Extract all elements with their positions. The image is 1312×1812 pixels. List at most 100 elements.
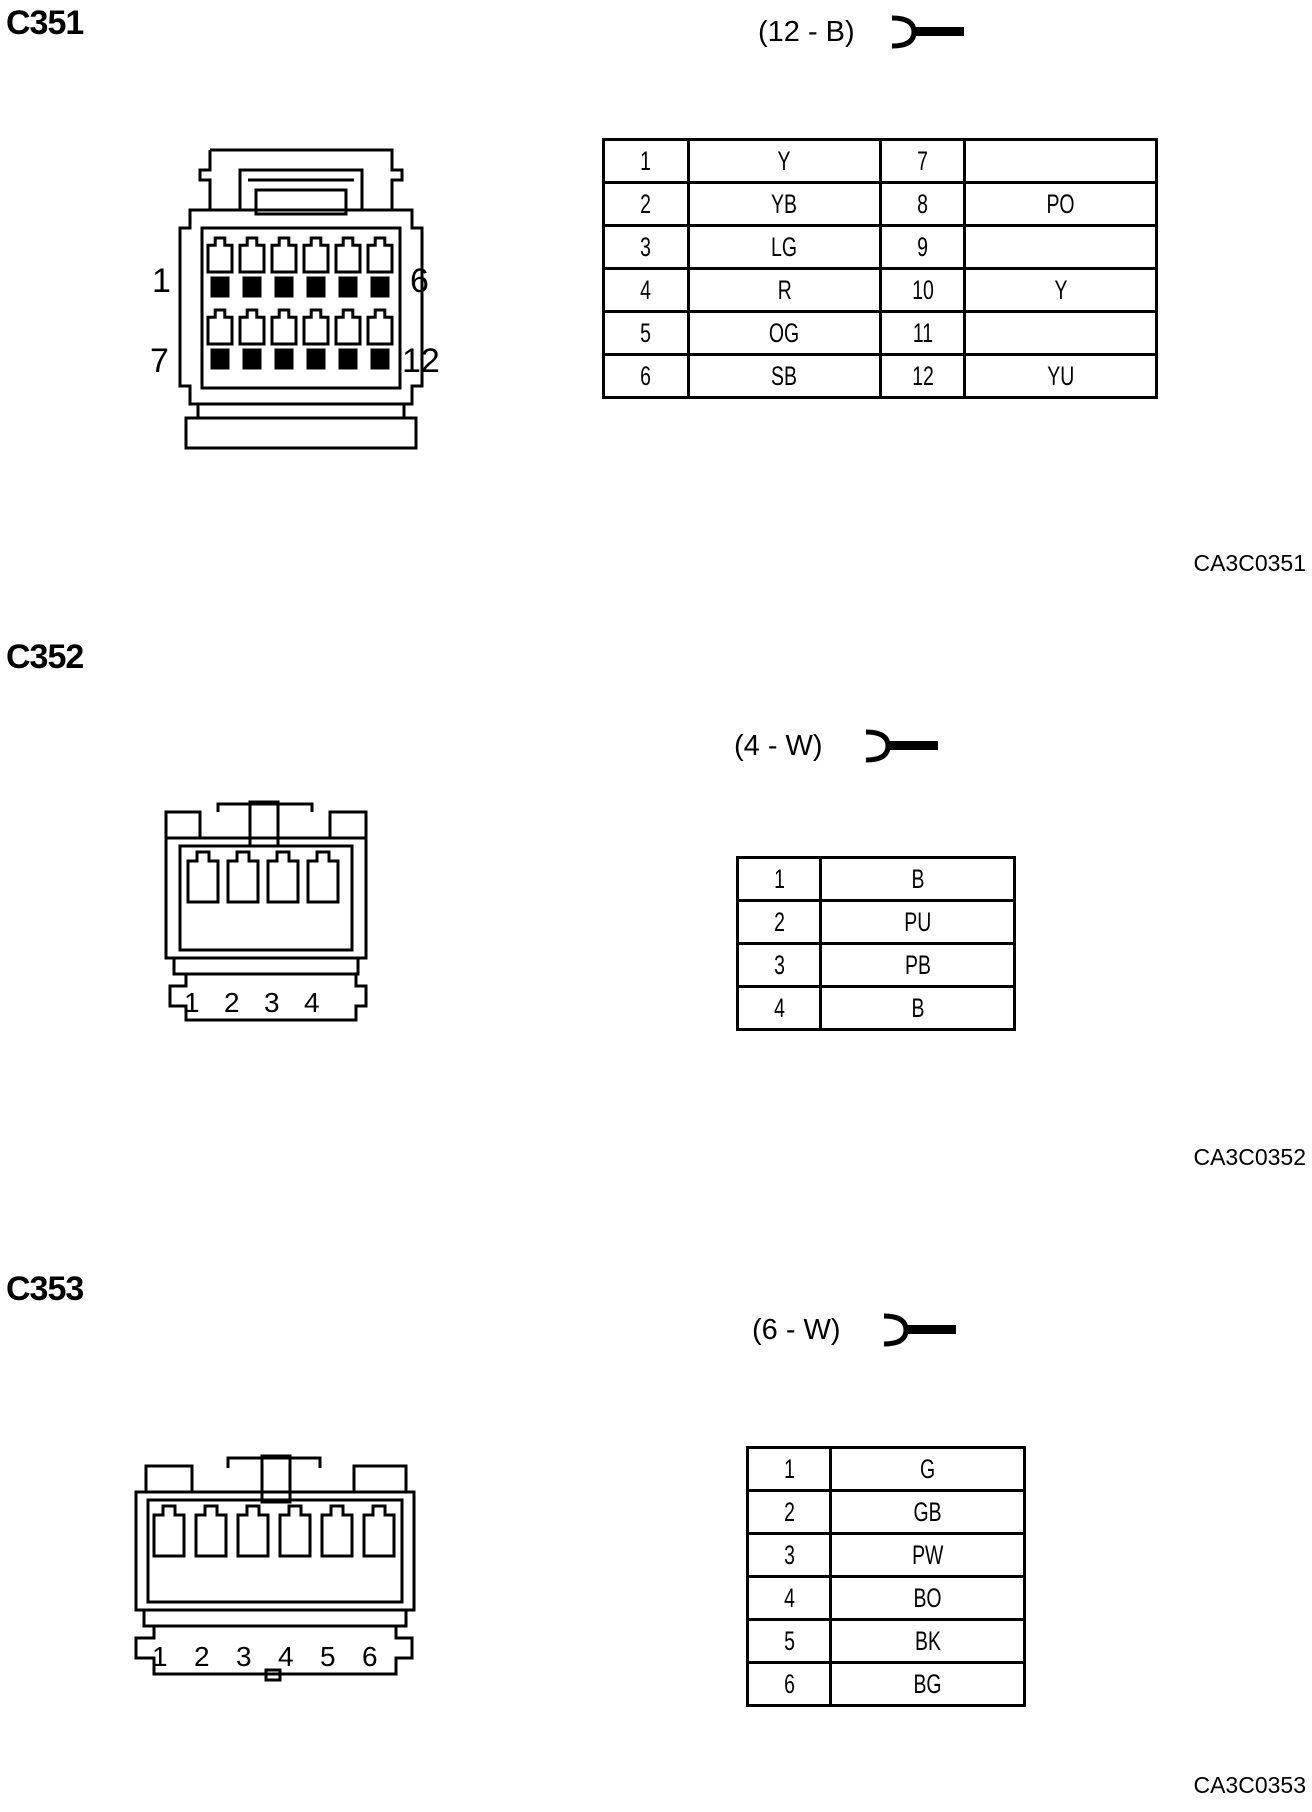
wire-color-cell: YU xyxy=(963,353,1158,399)
terminal-cavity xyxy=(306,850,340,904)
terminal-cavity xyxy=(278,1504,312,1558)
terminal-cavity xyxy=(236,1504,270,1558)
wire-color-cell: YB xyxy=(686,181,883,227)
wire-color-cell: PU xyxy=(819,899,1016,945)
pin-label-12: 12 xyxy=(402,342,440,380)
terminal-lock xyxy=(338,348,358,370)
wire-color-cell: GB xyxy=(829,1489,1026,1535)
pin-number-cell: 5 xyxy=(602,310,690,356)
wire-color-cell: R xyxy=(686,267,883,313)
terminal-cavity xyxy=(238,236,266,274)
wire-color-cell: G xyxy=(829,1446,1026,1492)
terminal-cavity xyxy=(320,1504,354,1558)
terminal-cavity xyxy=(366,236,394,274)
terminal-cavity xyxy=(238,308,266,346)
connector-id: C353 xyxy=(6,1270,84,1308)
pin-number-label: 1 xyxy=(184,987,200,1018)
wire-color-cell: OG xyxy=(686,310,883,356)
pin-number-cell: 11 xyxy=(879,310,967,356)
connector-spec: (4 - W) xyxy=(734,730,823,762)
wire-color-cell: BO xyxy=(829,1575,1026,1621)
terminal-lock xyxy=(306,276,326,298)
pin-label-6: 6 xyxy=(410,262,429,300)
wire-color-cell: Y xyxy=(686,138,883,184)
terminal-cavity xyxy=(152,1504,186,1558)
terminal-cavity xyxy=(302,236,330,274)
pin-number-cell: 2 xyxy=(602,181,690,227)
pin-number-cell: 7 xyxy=(879,138,967,184)
terminal-cavity xyxy=(186,850,220,904)
pin-number-label: 3 xyxy=(264,987,280,1018)
figure-reference: CA3C0351 xyxy=(1193,550,1306,576)
pin-number-cell: 3 xyxy=(602,224,690,270)
wire-color-cell: LG xyxy=(686,224,883,270)
terminal-cavity xyxy=(366,308,394,346)
pin-number-cell: 1 xyxy=(735,856,823,902)
terminal-cavity xyxy=(302,308,330,346)
terminal-lock xyxy=(306,348,326,370)
pin-number-cell: 3 xyxy=(745,1532,833,1578)
pin-number-cell: 9 xyxy=(879,224,967,270)
wire-color-cell: BG xyxy=(829,1661,1026,1707)
female-terminal-icon xyxy=(883,1313,956,1347)
pin-number-cell: 8 xyxy=(879,181,967,227)
pin-label-1: 1 xyxy=(152,262,171,300)
wire-color-cell xyxy=(963,310,1158,356)
terminal-cavity xyxy=(362,1504,396,1558)
terminal-lock xyxy=(370,276,390,298)
female-terminal-icon xyxy=(865,729,938,763)
terminal-lock xyxy=(242,348,262,370)
connector-spec: (12 - B) xyxy=(758,16,855,48)
wire-color-cell: B xyxy=(819,985,1016,1031)
pin-number-cell: 6 xyxy=(745,1661,833,1707)
pin-number-cell: 2 xyxy=(745,1489,833,1535)
pin-number-cell: 1 xyxy=(745,1446,833,1492)
terminal-cavity xyxy=(270,236,298,274)
terminal-lock xyxy=(210,348,230,370)
connector-id: C352 xyxy=(6,638,84,676)
connector-spec: (6 - W) xyxy=(752,1314,841,1346)
pin-number-cell: 10 xyxy=(879,267,967,313)
terminal-lock xyxy=(338,276,358,298)
pin-number-cell: 4 xyxy=(745,1575,833,1621)
pin-number-label: 6 xyxy=(362,1641,378,1672)
pin-number-cell: 4 xyxy=(735,985,823,1031)
pin-number-label: 2 xyxy=(224,987,240,1018)
terminal-lock xyxy=(242,276,262,298)
wire-color-cell: PW xyxy=(829,1532,1026,1578)
pin-number-label: 2 xyxy=(194,1641,210,1672)
pin-number-cell: 2 xyxy=(735,899,823,945)
pin-number-label: 1 xyxy=(152,1641,168,1672)
terminal-cavity xyxy=(194,1504,228,1558)
terminal-cavity xyxy=(206,308,234,346)
wire-color-cell: Y xyxy=(963,267,1158,313)
terminal-cavity xyxy=(334,236,362,274)
terminal-cavity xyxy=(206,236,234,274)
terminal-lock xyxy=(210,276,230,298)
wire-color-cell: SB xyxy=(686,353,883,399)
pin-number-label: 3 xyxy=(236,1641,252,1672)
pin-number-cell: 6 xyxy=(602,353,690,399)
pin-number-cell: 12 xyxy=(879,353,967,399)
wire-color-cell xyxy=(963,224,1158,270)
terminal-cavity xyxy=(270,308,298,346)
pin-number-label: 4 xyxy=(278,1641,294,1672)
